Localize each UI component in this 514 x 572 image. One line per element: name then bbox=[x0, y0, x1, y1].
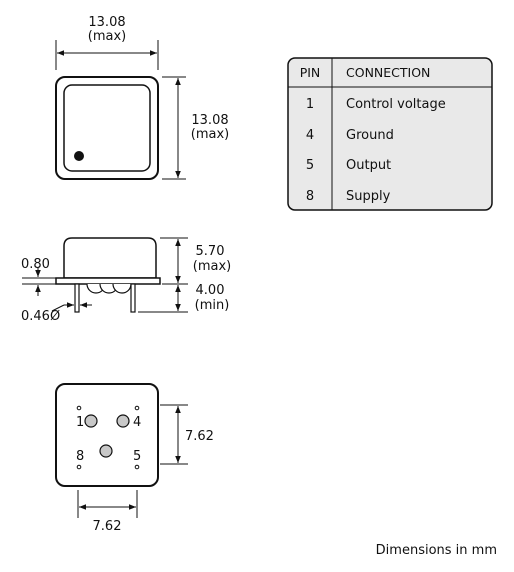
top-view-width-note: (max) bbox=[88, 29, 126, 44]
pin-spacing-horizontal-value: 7.62 bbox=[93, 519, 122, 534]
pin-connection-table: PIN CONNECTION 1 Control voltage 4 Groun… bbox=[287, 57, 493, 211]
pin-5-label: 5 bbox=[133, 449, 141, 464]
bottom-view: 1 4 8 5 7.62 7.62 bbox=[55, 383, 214, 534]
top-view: 13.08 (max) 13.08 (max) bbox=[55, 15, 229, 180]
side-view-glass-bead-3 bbox=[112, 283, 132, 294]
table-row-2-connection: Ground bbox=[346, 128, 394, 143]
pin-4-hole bbox=[116, 414, 130, 428]
pin-8-marker bbox=[76, 464, 82, 470]
table-row-1-pin: 1 bbox=[306, 97, 314, 112]
bottom-view-body bbox=[55, 383, 159, 487]
pin-length-value: 4.00 bbox=[196, 283, 225, 298]
table-row-1-connection: Control voltage bbox=[346, 97, 446, 112]
standoff-value: 0.80 bbox=[21, 257, 50, 272]
pin-4-label: 4 bbox=[133, 415, 141, 430]
body-height-value: 5.70 bbox=[196, 244, 225, 259]
dimensions-unit-note: Dimensions in mm bbox=[375, 543, 497, 558]
pin-diameter-value: 0.46Ø bbox=[21, 309, 60, 324]
pin-diameter-leader bbox=[51, 304, 65, 312]
pin-1-hole bbox=[84, 414, 98, 428]
table-row-2-pin: 4 bbox=[306, 128, 314, 143]
table-header-connection: CONNECTION bbox=[346, 65, 430, 80]
table-header-pin: PIN bbox=[300, 65, 321, 80]
pin-5-marker bbox=[134, 464, 140, 470]
top-view-height-value: 13.08 bbox=[191, 113, 228, 128]
pin-1-label: 1 bbox=[76, 415, 84, 430]
side-view-base-plate bbox=[55, 277, 161, 285]
pin-1-marker bbox=[76, 405, 82, 411]
table-row-4-pin: 8 bbox=[306, 189, 314, 204]
table-border bbox=[287, 57, 493, 211]
side-view-pin-right bbox=[130, 283, 136, 313]
body-height-note: (max) bbox=[193, 259, 231, 274]
pin-spacing-vertical-value: 7.62 bbox=[185, 429, 214, 444]
side-view-pin-left bbox=[74, 283, 80, 313]
table-row-4-connection: Supply bbox=[346, 189, 391, 204]
pin-center-hole bbox=[99, 444, 113, 458]
top-view-inner-lid bbox=[63, 84, 151, 172]
side-view-can-body bbox=[63, 237, 157, 279]
top-view-height-note: (max) bbox=[191, 127, 229, 142]
pin-8-label: 8 bbox=[76, 449, 84, 464]
table-row-3-connection: Output bbox=[346, 158, 391, 173]
side-view: 0.80 0.46Ø 5.70 (max) 4.00 (min) bbox=[21, 237, 231, 324]
pin-4-marker bbox=[134, 405, 140, 411]
table-row-3-pin: 5 bbox=[306, 158, 314, 173]
top-view-width-value: 13.08 bbox=[88, 15, 125, 30]
pin-length-note: (min) bbox=[195, 298, 230, 313]
pin1-marker-dot bbox=[74, 151, 84, 161]
